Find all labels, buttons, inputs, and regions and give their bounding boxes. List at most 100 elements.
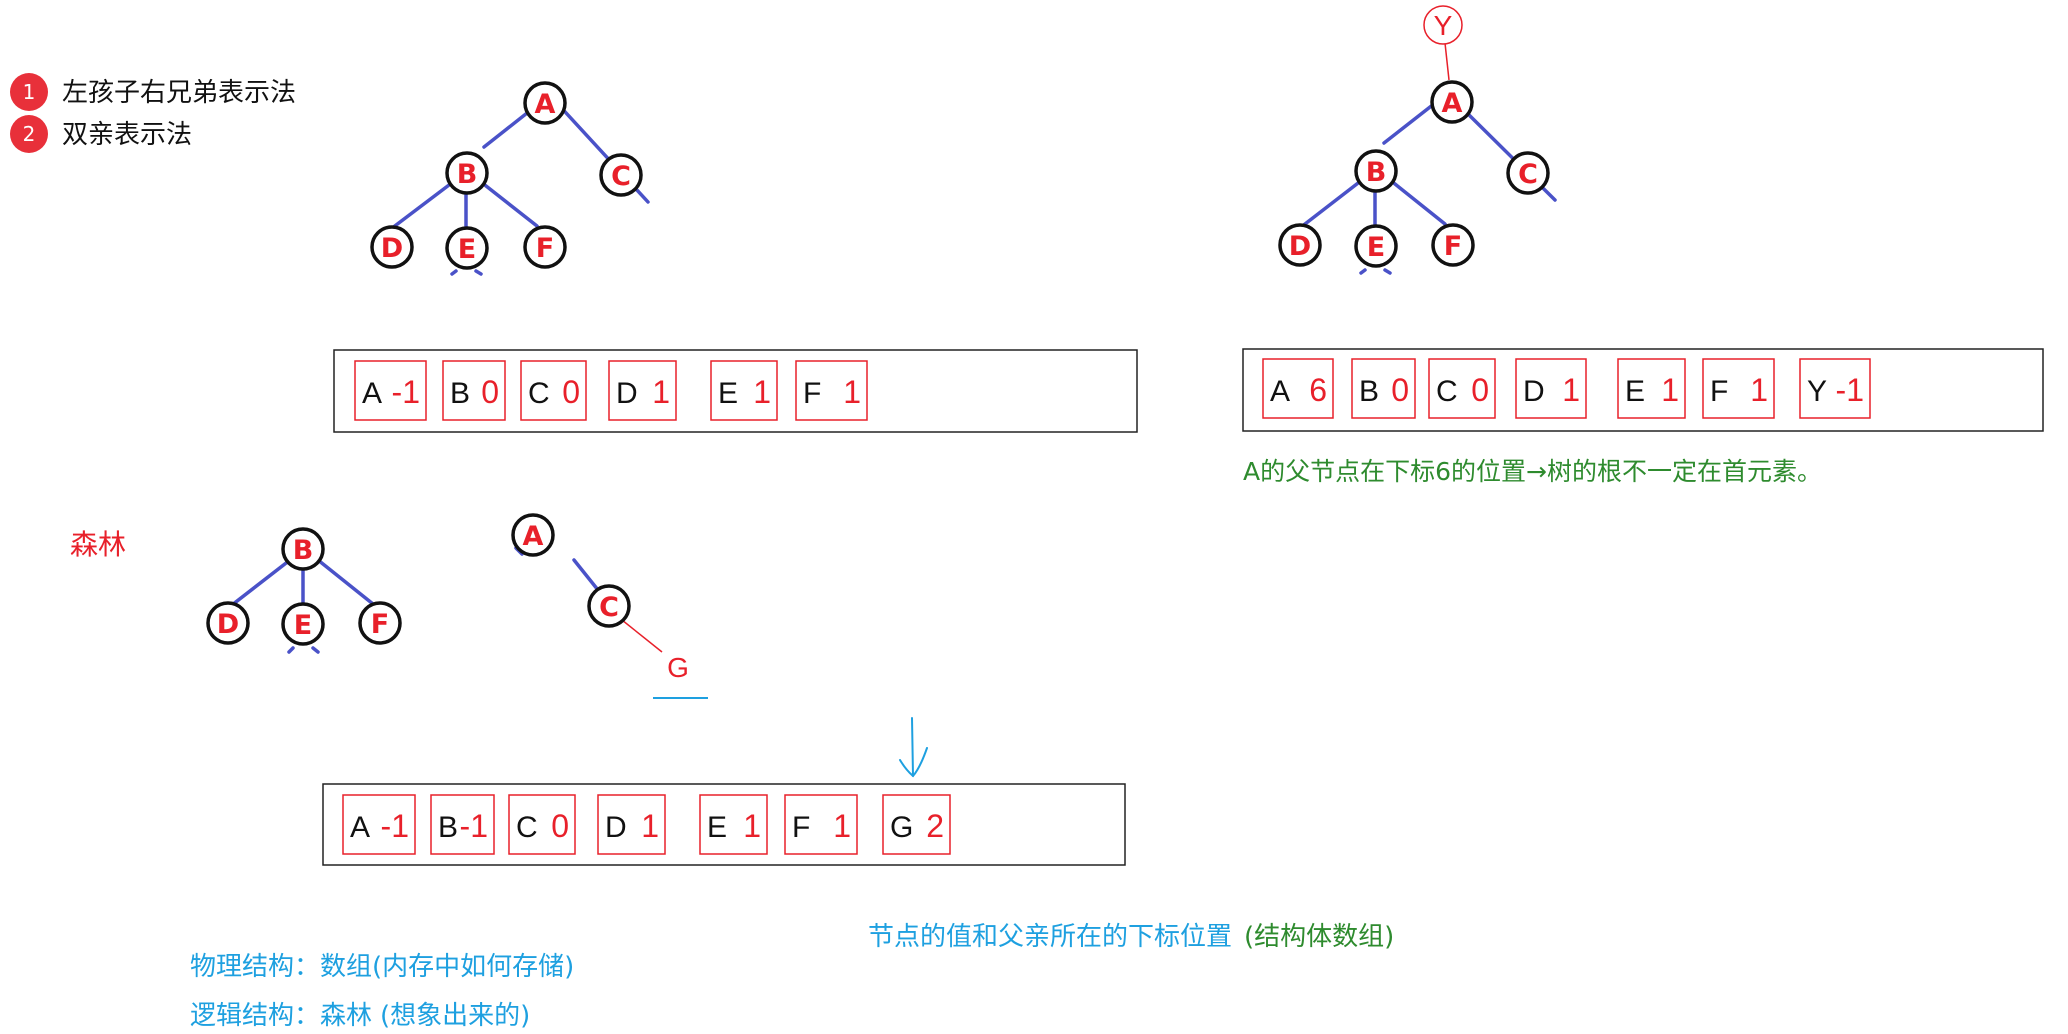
tree-edge — [1388, 178, 1447, 226]
node-label: D — [217, 609, 239, 640]
node-circle — [370, 225, 414, 269]
forest-node-b: B — [281, 527, 325, 571]
cell-border — [342, 794, 416, 855]
cell-border — [597, 794, 666, 855]
tree-1-node-b: B — [445, 151, 489, 195]
cell-key: D — [616, 377, 638, 410]
cell-border — [1799, 358, 1871, 419]
node-label: C — [611, 161, 631, 192]
tree-edge — [1382, 98, 1441, 145]
cell-key: Y — [1807, 375, 1827, 408]
legend-item-1: 1 左孩子右兄弟表示法 — [10, 73, 296, 111]
number-badge-icon — [10, 115, 48, 153]
logical-structure-paren: (想象出来的) — [380, 1001, 530, 1031]
root-position-note: A的父节点在下标6的位置→树的根不一定在首元素。 — [1243, 457, 1822, 486]
node-circle — [281, 602, 325, 646]
node-label: D — [1289, 231, 1311, 262]
cell-parent-index: 0 — [481, 374, 499, 410]
tree-2-node-f: F — [1431, 223, 1475, 267]
forest-node-c: C — [587, 584, 631, 628]
node-circle — [445, 226, 489, 270]
tree-2-node-y: Y — [1423, 5, 1463, 45]
cell-border — [1617, 358, 1686, 419]
tree-edge — [479, 180, 539, 228]
node-circle — [587, 584, 631, 628]
node-label: D — [381, 233, 403, 264]
node-label: F — [1444, 231, 1462, 262]
node-value-note: 节点的值和父亲所在的下标位置 (结构体数组) — [868, 922, 1394, 952]
cell-parent-index: -1 — [392, 374, 420, 410]
array-cell: A-1 — [342, 794, 416, 855]
forest-node-f: F — [358, 601, 402, 645]
cell-key: A — [350, 811, 370, 844]
node-circle — [445, 151, 489, 195]
node-label: F — [536, 233, 554, 264]
cell-key: C — [516, 811, 538, 844]
array-frame — [1242, 348, 2044, 432]
array-cell: A -1 — [354, 360, 427, 421]
legend-number: 1 — [23, 80, 36, 104]
node-circle — [206, 601, 250, 645]
forest-tree-b: B D E F — [206, 527, 402, 654]
cell-key: E — [707, 811, 727, 844]
tree-1: A B C D E F — [370, 81, 650, 276]
node-circle — [1278, 223, 1322, 267]
node-circle — [1423, 5, 1463, 45]
node-label: A — [523, 521, 544, 552]
node-label: C — [1518, 159, 1538, 190]
cell-parent-index: 1 — [743, 808, 761, 844]
tree-2-node-c: C — [1506, 151, 1550, 195]
array-frame — [322, 783, 1126, 866]
cell-border — [430, 794, 495, 855]
cell-key: F — [1710, 375, 1728, 408]
cell-parent-index: 1 — [753, 374, 771, 410]
cell-parent-index: 1 — [652, 374, 670, 410]
struct-array-text: (结构体数组) — [1244, 922, 1394, 952]
forest-node-a: A — [511, 513, 555, 557]
cell-key: F — [803, 377, 821, 410]
physical-structure-note: 物理结构：数组(内存中如何存储) — [190, 952, 574, 982]
cell-parent-index: 1 — [843, 374, 861, 410]
node-circle — [1430, 80, 1474, 124]
forest-tree-a: A C G — [511, 513, 708, 699]
cell-parent-index: -1 — [460, 808, 488, 844]
tree-2-node-b: B — [1354, 149, 1398, 193]
cell-key: B — [438, 811, 458, 844]
tree-edge — [287, 646, 295, 654]
cell-key: B — [450, 377, 470, 410]
cell-key: A — [362, 377, 382, 410]
cell-parent-index: 0 — [1391, 372, 1409, 408]
cell-key: C — [1436, 375, 1458, 408]
cell-border — [1262, 358, 1334, 419]
tree-edge — [572, 558, 600, 592]
node-value-text: 节点的值和父亲所在的下标位置 — [868, 922, 1232, 952]
legend-label: 双亲表示法 — [62, 120, 192, 150]
node-circle — [523, 81, 567, 125]
node-circle — [599, 153, 643, 197]
node-circle — [1354, 224, 1398, 268]
cell-border — [520, 360, 587, 421]
tree-1-node-d: D — [370, 225, 414, 269]
cell-border — [354, 360, 427, 421]
logical-structure-main: 逻辑结构：森林 — [190, 1001, 372, 1031]
tree-edge — [450, 269, 458, 276]
logical-structure-note: 逻辑结构：森林 (想象出来的) — [190, 1001, 530, 1031]
tree-2-node-e: E — [1354, 224, 1398, 268]
tree-1-node-f: F — [523, 225, 567, 269]
tree-edge — [621, 619, 663, 653]
cell-border — [608, 360, 677, 421]
cell-border — [508, 794, 576, 855]
node-label: E — [1367, 232, 1385, 263]
cell-border — [1351, 358, 1416, 419]
